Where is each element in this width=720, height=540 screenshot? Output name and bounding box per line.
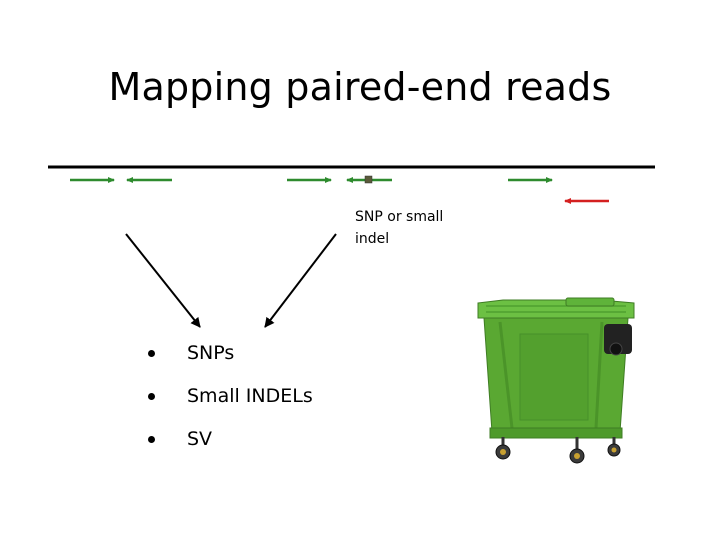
bullet-text: SV [187, 428, 213, 450]
pointer-arrow-right [264, 233, 337, 328]
snp-marker [364, 175, 373, 184]
bullet-item-sv: SV [148, 418, 313, 461]
bullet-dot-icon [148, 350, 155, 357]
bullet-text: Small INDELs [187, 385, 313, 407]
bullet-dot-icon [148, 393, 155, 400]
bullet-list: SNPs Small INDELs SV [148, 332, 313, 461]
snp-annotation-label: SNP or small indel [355, 209, 444, 247]
bullet-item-small-indels: Small INDELs [148, 375, 313, 418]
pointer-arrow-left [125, 233, 201, 328]
slide-title: Mapping paired-end reads [108, 65, 612, 110]
bullet-text: SNPs [187, 342, 235, 364]
green-wheelie-bin-icon [477, 297, 635, 464]
bullet-dot-icon [148, 436, 155, 443]
bullet-item-snps: SNPs [148, 332, 313, 375]
